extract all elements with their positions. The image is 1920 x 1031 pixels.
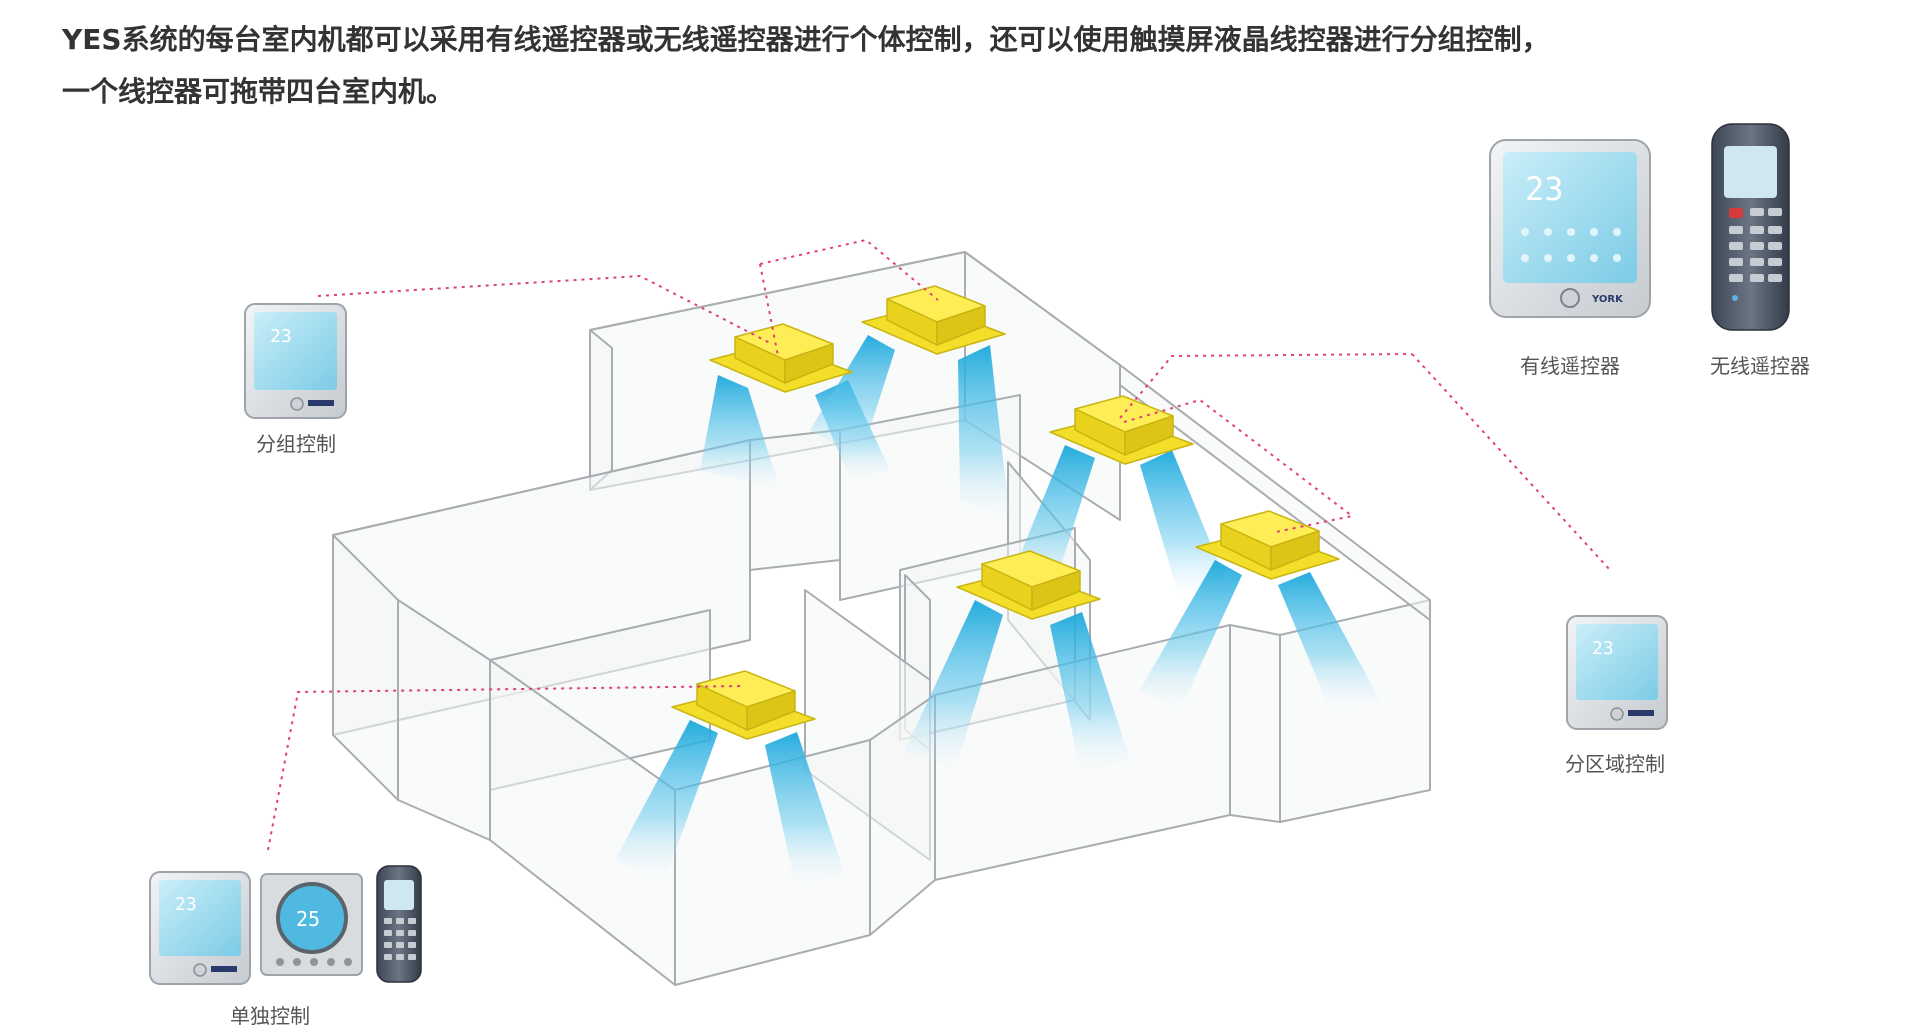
zone-panel-display: 23 xyxy=(1592,638,1614,659)
caption-wired-controller: 有线遥控器 xyxy=(1520,354,1620,378)
link-zone-control-2 xyxy=(1119,353,1413,419)
indoor-unit-1 xyxy=(709,323,853,393)
link-single-control xyxy=(267,685,745,851)
control-links xyxy=(267,238,1611,851)
wireless-remote xyxy=(1711,123,1790,331)
wired-controller-brand: YORK xyxy=(1591,294,1624,305)
group-panel-display: 23 xyxy=(270,326,292,347)
link-zone-control xyxy=(1411,353,1611,571)
single-round-display: 25 xyxy=(296,907,320,931)
intro-text: YES系统的每台室内机都可以采用有线遥控器或无线遥控器进行个体控制，还可以使用触… xyxy=(62,14,1882,118)
wired-controller-display: 23 xyxy=(1525,170,1564,208)
caption-zone-control: 分区域控制 xyxy=(1565,752,1665,776)
caption-group-control: 分组控制 xyxy=(256,432,336,456)
indoor-unit-5 xyxy=(956,550,1101,620)
group-control-panel: 23 xyxy=(244,303,347,419)
indoor-unit-4 xyxy=(1195,510,1340,580)
indoor-unit-2 xyxy=(861,285,1006,355)
single-control-devices: 23 25 xyxy=(149,865,422,985)
intro-line-1: YES系统的每台室内机都可以采用有线遥控器或无线遥控器进行个体控制，还可以使用触… xyxy=(62,23,1550,56)
indoor-units xyxy=(671,285,1340,740)
indoor-unit-3 xyxy=(1049,395,1194,465)
intro-line-2: 一个线控器可拖带四台室内机。 xyxy=(62,75,455,108)
caption-single-control: 单独控制 xyxy=(230,1004,310,1028)
group-panel-button xyxy=(290,397,304,411)
wired-controller-power-button xyxy=(1560,288,1580,308)
wired-controller: 23 YORK xyxy=(1489,139,1651,318)
link-group-control xyxy=(317,274,773,345)
caption-wireless-remote: 无线遥控器 xyxy=(1710,354,1810,378)
indoor-unit-6 xyxy=(671,670,816,740)
single-touch-panel-display: 23 xyxy=(175,894,197,915)
zone-control-panel: 23 xyxy=(1566,615,1668,730)
